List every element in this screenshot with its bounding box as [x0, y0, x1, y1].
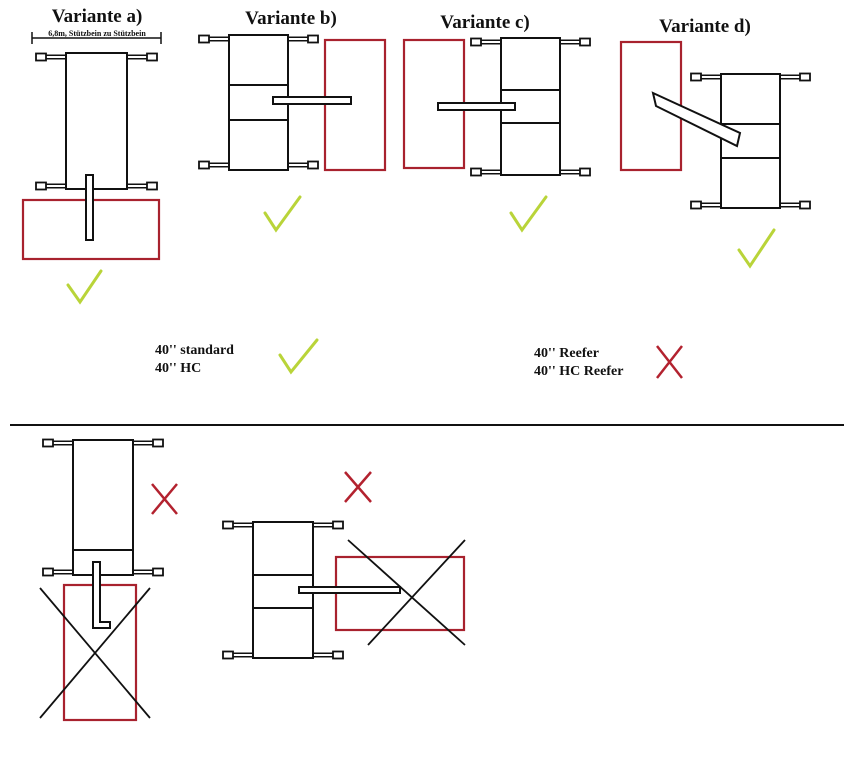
dimension-label: 6,8m, Stützbein zu Stützbein	[48, 29, 146, 38]
crane-boom	[651, 91, 742, 148]
variant-d-title: Variante d)	[659, 16, 751, 37]
crane-boom	[437, 102, 516, 111]
cross-icon	[151, 483, 178, 515]
crane-boom	[92, 561, 111, 629]
variant-a: Variante a) 6,8m, Stützbein zu Stützbein	[21, 6, 162, 305]
invalid-variant-1	[39, 439, 178, 722]
crane-body	[65, 52, 128, 190]
crossed-out-mark	[39, 587, 151, 719]
check-icon	[66, 269, 103, 305]
dimension-line: 6,8m, Stützbein zu Stützbein	[31, 29, 162, 44]
crossed-out-mark	[347, 539, 466, 646]
crane-body	[72, 439, 134, 576]
cross-icon	[344, 471, 372, 503]
ok-legend-line2: 40'' HC	[155, 361, 201, 376]
invalid-variant-2	[223, 471, 466, 659]
crane-boom	[298, 586, 401, 594]
variant-b: Variante b)	[199, 8, 387, 233]
variant-a-title: Variante a)	[52, 6, 143, 27]
ok-legend: 40'' standard 40'' HC	[155, 338, 319, 376]
check-icon	[278, 338, 319, 375]
crane-boom	[85, 174, 94, 241]
ok-legend-line1: 40'' standard	[155, 343, 234, 358]
bad-legend-line1: 40'' Reefer	[534, 346, 599, 361]
bad-legend-line2: 40'' HC Reefer	[534, 364, 623, 379]
crane-boom	[272, 96, 352, 105]
check-icon	[263, 195, 302, 233]
variant-c-title: Variante c)	[440, 12, 530, 33]
variant-b-title: Variante b)	[245, 8, 337, 29]
cross-icon	[656, 345, 683, 379]
variant-c: Variante c)	[402, 12, 590, 233]
check-icon	[737, 228, 776, 269]
bad-legend: 40'' Reefer 40'' HC Reefer	[534, 345, 683, 379]
check-icon	[509, 195, 548, 233]
variant-d: Variante d)	[619, 16, 810, 269]
